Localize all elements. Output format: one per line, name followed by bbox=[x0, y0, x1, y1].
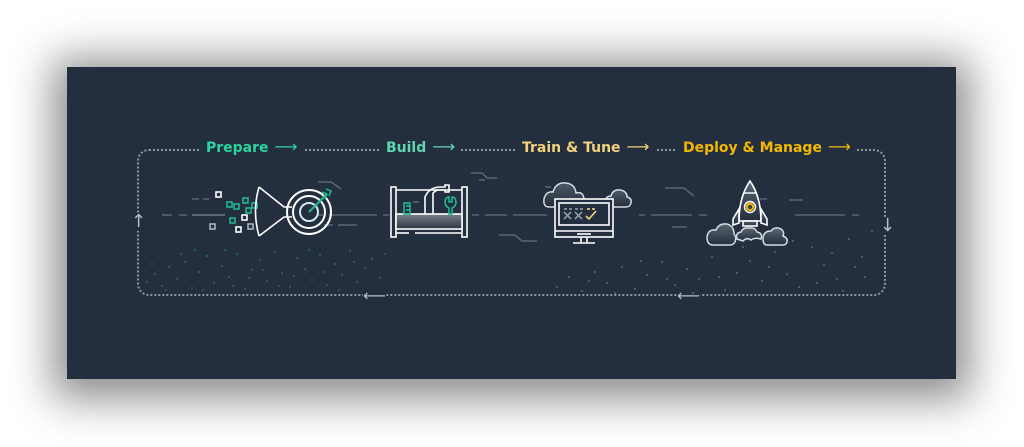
stage-label-build: Build⟶ bbox=[380, 137, 462, 157]
data-particles-gold bbox=[556, 230, 873, 294]
loop-left-arrow-icon: ⟵ bbox=[363, 286, 386, 305]
stage-label-deploy-manage: Deploy & Manage⟶ bbox=[677, 138, 857, 157]
rocket-icon bbox=[706, 179, 788, 246]
stage-label-prepare: Prepare⟶ bbox=[200, 137, 304, 157]
right-arrow-icon: ⟶ bbox=[274, 137, 298, 156]
loop-down-arrow-icon: ↓ bbox=[880, 215, 896, 236]
monitor-clouds-icon bbox=[543, 182, 632, 244]
stage-label-train-tune: Train & Tune⟶ bbox=[516, 137, 656, 157]
data-particles-teal bbox=[146, 249, 386, 291]
funnel-target-icon bbox=[209, 186, 332, 237]
right-arrow-icon: ⟶ bbox=[432, 137, 456, 156]
right-arrow-icon: ⟶ bbox=[626, 137, 650, 156]
loop-up-arrow-icon: ↑ bbox=[131, 211, 147, 232]
toolbox-icon bbox=[390, 184, 468, 238]
right-arrow-icon: ⟶ bbox=[827, 137, 851, 156]
ml-lifecycle-panel: Prepare⟶ Build⟶ Train & Tune⟶ Deploy & M… bbox=[67, 67, 956, 379]
loop-left-arrow-icon: ⟵ bbox=[677, 286, 700, 305]
